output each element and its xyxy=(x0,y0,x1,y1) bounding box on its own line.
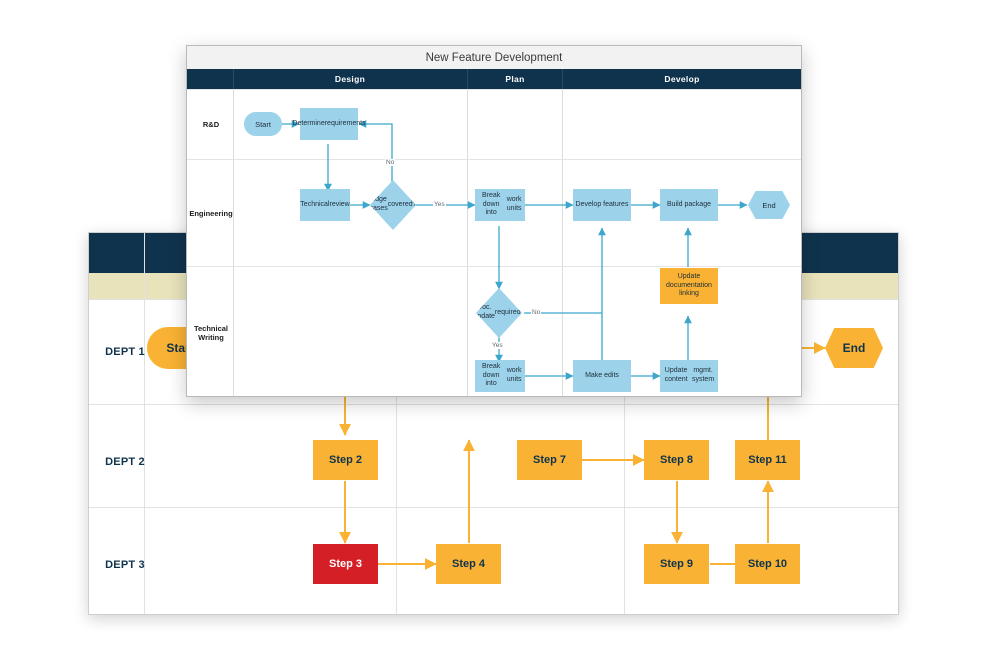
fg-node-build-package[interactable]: Build package xyxy=(660,189,718,221)
bg-node-step10[interactable]: Step 10 xyxy=(735,544,800,584)
bg-node-step7[interactable]: Step 7 xyxy=(517,440,582,480)
fg-row-divider xyxy=(187,266,801,267)
fg-node-line1: Update xyxy=(677,272,701,280)
fg-node-break-down-work-units-eng[interactable]: Break down into work units xyxy=(475,189,525,221)
bg-node-end[interactable]: End xyxy=(825,328,883,368)
fg-node-start[interactable]: Start xyxy=(244,112,282,136)
fg-node-line1: Doc. update xyxy=(473,304,495,320)
fg-node-line1: Technical xyxy=(300,200,330,208)
fg-node-line2: mgmt. system xyxy=(691,367,715,383)
fg-header-seam xyxy=(562,69,563,89)
panel-title: New Feature Development xyxy=(187,46,801,70)
fg-node-line1: Determine xyxy=(292,119,325,127)
fg-column-divider xyxy=(562,89,563,396)
bg-node-step8[interactable]: Step 8 xyxy=(644,440,709,480)
fg-node-update-content-mgmt-system[interactable]: Update content mgmt. system xyxy=(660,360,718,392)
fg-node-line1: Break down into xyxy=(481,191,501,217)
fg-node-line2: review xyxy=(329,200,350,208)
bg-column-divider xyxy=(396,273,397,614)
fg-node-line1: Edge cases xyxy=(369,196,388,212)
fg-edge-label-yes-doc-update: Yes xyxy=(491,342,504,349)
fg-node-doc-update-required[interactable]: Doc. update required? xyxy=(476,288,522,338)
fg-row-divider xyxy=(187,89,801,90)
bg-lane-label-dept1: DEPT 1 xyxy=(105,346,145,358)
bg-node-step3[interactable]: Step 3 xyxy=(313,544,378,584)
fg-column-divider xyxy=(467,89,468,396)
bg-lane-label-dept2: DEPT 2 xyxy=(105,456,145,468)
foreground-flowchart-panel[interactable]: New Feature Development Design Plan Deve… xyxy=(186,45,802,397)
fg-node-line2: documentation xyxy=(666,281,712,289)
fg-lane-label-line2: Writing xyxy=(198,333,224,343)
fg-node-end[interactable]: End xyxy=(748,191,790,219)
fg-edge-label-yes-edge-cases: Yes xyxy=(433,201,446,208)
fg-node-line2: required? xyxy=(494,308,525,316)
bg-node-step11[interactable]: Step 11 xyxy=(735,440,800,480)
fg-edge-label-no-doc-update: No xyxy=(531,309,542,316)
fg-lane-label-technical-writing: Technical Writing xyxy=(189,324,233,343)
fg-edge-label-no-edge-cases: No xyxy=(385,159,396,166)
bg-column-divider xyxy=(624,273,625,614)
fg-column-divider xyxy=(233,89,234,396)
fg-node-line2: requirements xyxy=(324,119,366,127)
fg-node-make-edits[interactable]: Make edits xyxy=(573,360,631,392)
fg-node-line3: linking xyxy=(679,290,699,298)
fg-node-determine-requirements[interactable]: Determine requirements xyxy=(292,108,366,140)
fg-lane-label-rd: R&D xyxy=(202,120,220,129)
bg-row-divider xyxy=(89,404,898,405)
fg-node-break-down-work-units-tw[interactable]: Break down into work units xyxy=(475,360,525,392)
fg-node-develop-features[interactable]: Develop features xyxy=(573,189,631,221)
fg-column-header-design: Design xyxy=(334,74,366,84)
fg-column-header-plan: Plan xyxy=(505,74,525,84)
bg-lane-label-dept3: DEPT 3 xyxy=(105,559,145,571)
fg-node-edge-cases-covered[interactable]: Edge cases covered? xyxy=(370,180,416,230)
fg-node-line1: Update content xyxy=(664,367,688,383)
bg-node-step2[interactable]: Step 2 xyxy=(313,440,378,480)
bg-column-divider xyxy=(144,233,145,614)
fg-header-bar xyxy=(187,69,801,89)
fg-lane-label-engineering: Engineering xyxy=(189,209,233,218)
fg-header-seam xyxy=(233,69,234,89)
fg-node-line2: work units xyxy=(506,196,522,212)
fg-node-line2: covered? xyxy=(387,200,417,208)
fg-row-divider xyxy=(187,159,801,160)
bg-row-divider xyxy=(89,507,898,508)
bg-node-step4[interactable]: Step 4 xyxy=(436,544,501,584)
fg-node-line2: work units xyxy=(506,367,522,383)
fg-node-update-documentation-linking[interactable]: Update documentation linking xyxy=(660,268,718,304)
bg-node-step9[interactable]: Step 9 xyxy=(644,544,709,584)
fg-header-seam xyxy=(467,69,468,89)
fg-column-header-develop: Develop xyxy=(664,74,700,84)
fg-node-technical-review[interactable]: Technical review xyxy=(300,189,350,221)
fg-lane-label-line1: Technical xyxy=(193,324,229,333)
fg-node-line1: Break down into xyxy=(481,362,501,388)
